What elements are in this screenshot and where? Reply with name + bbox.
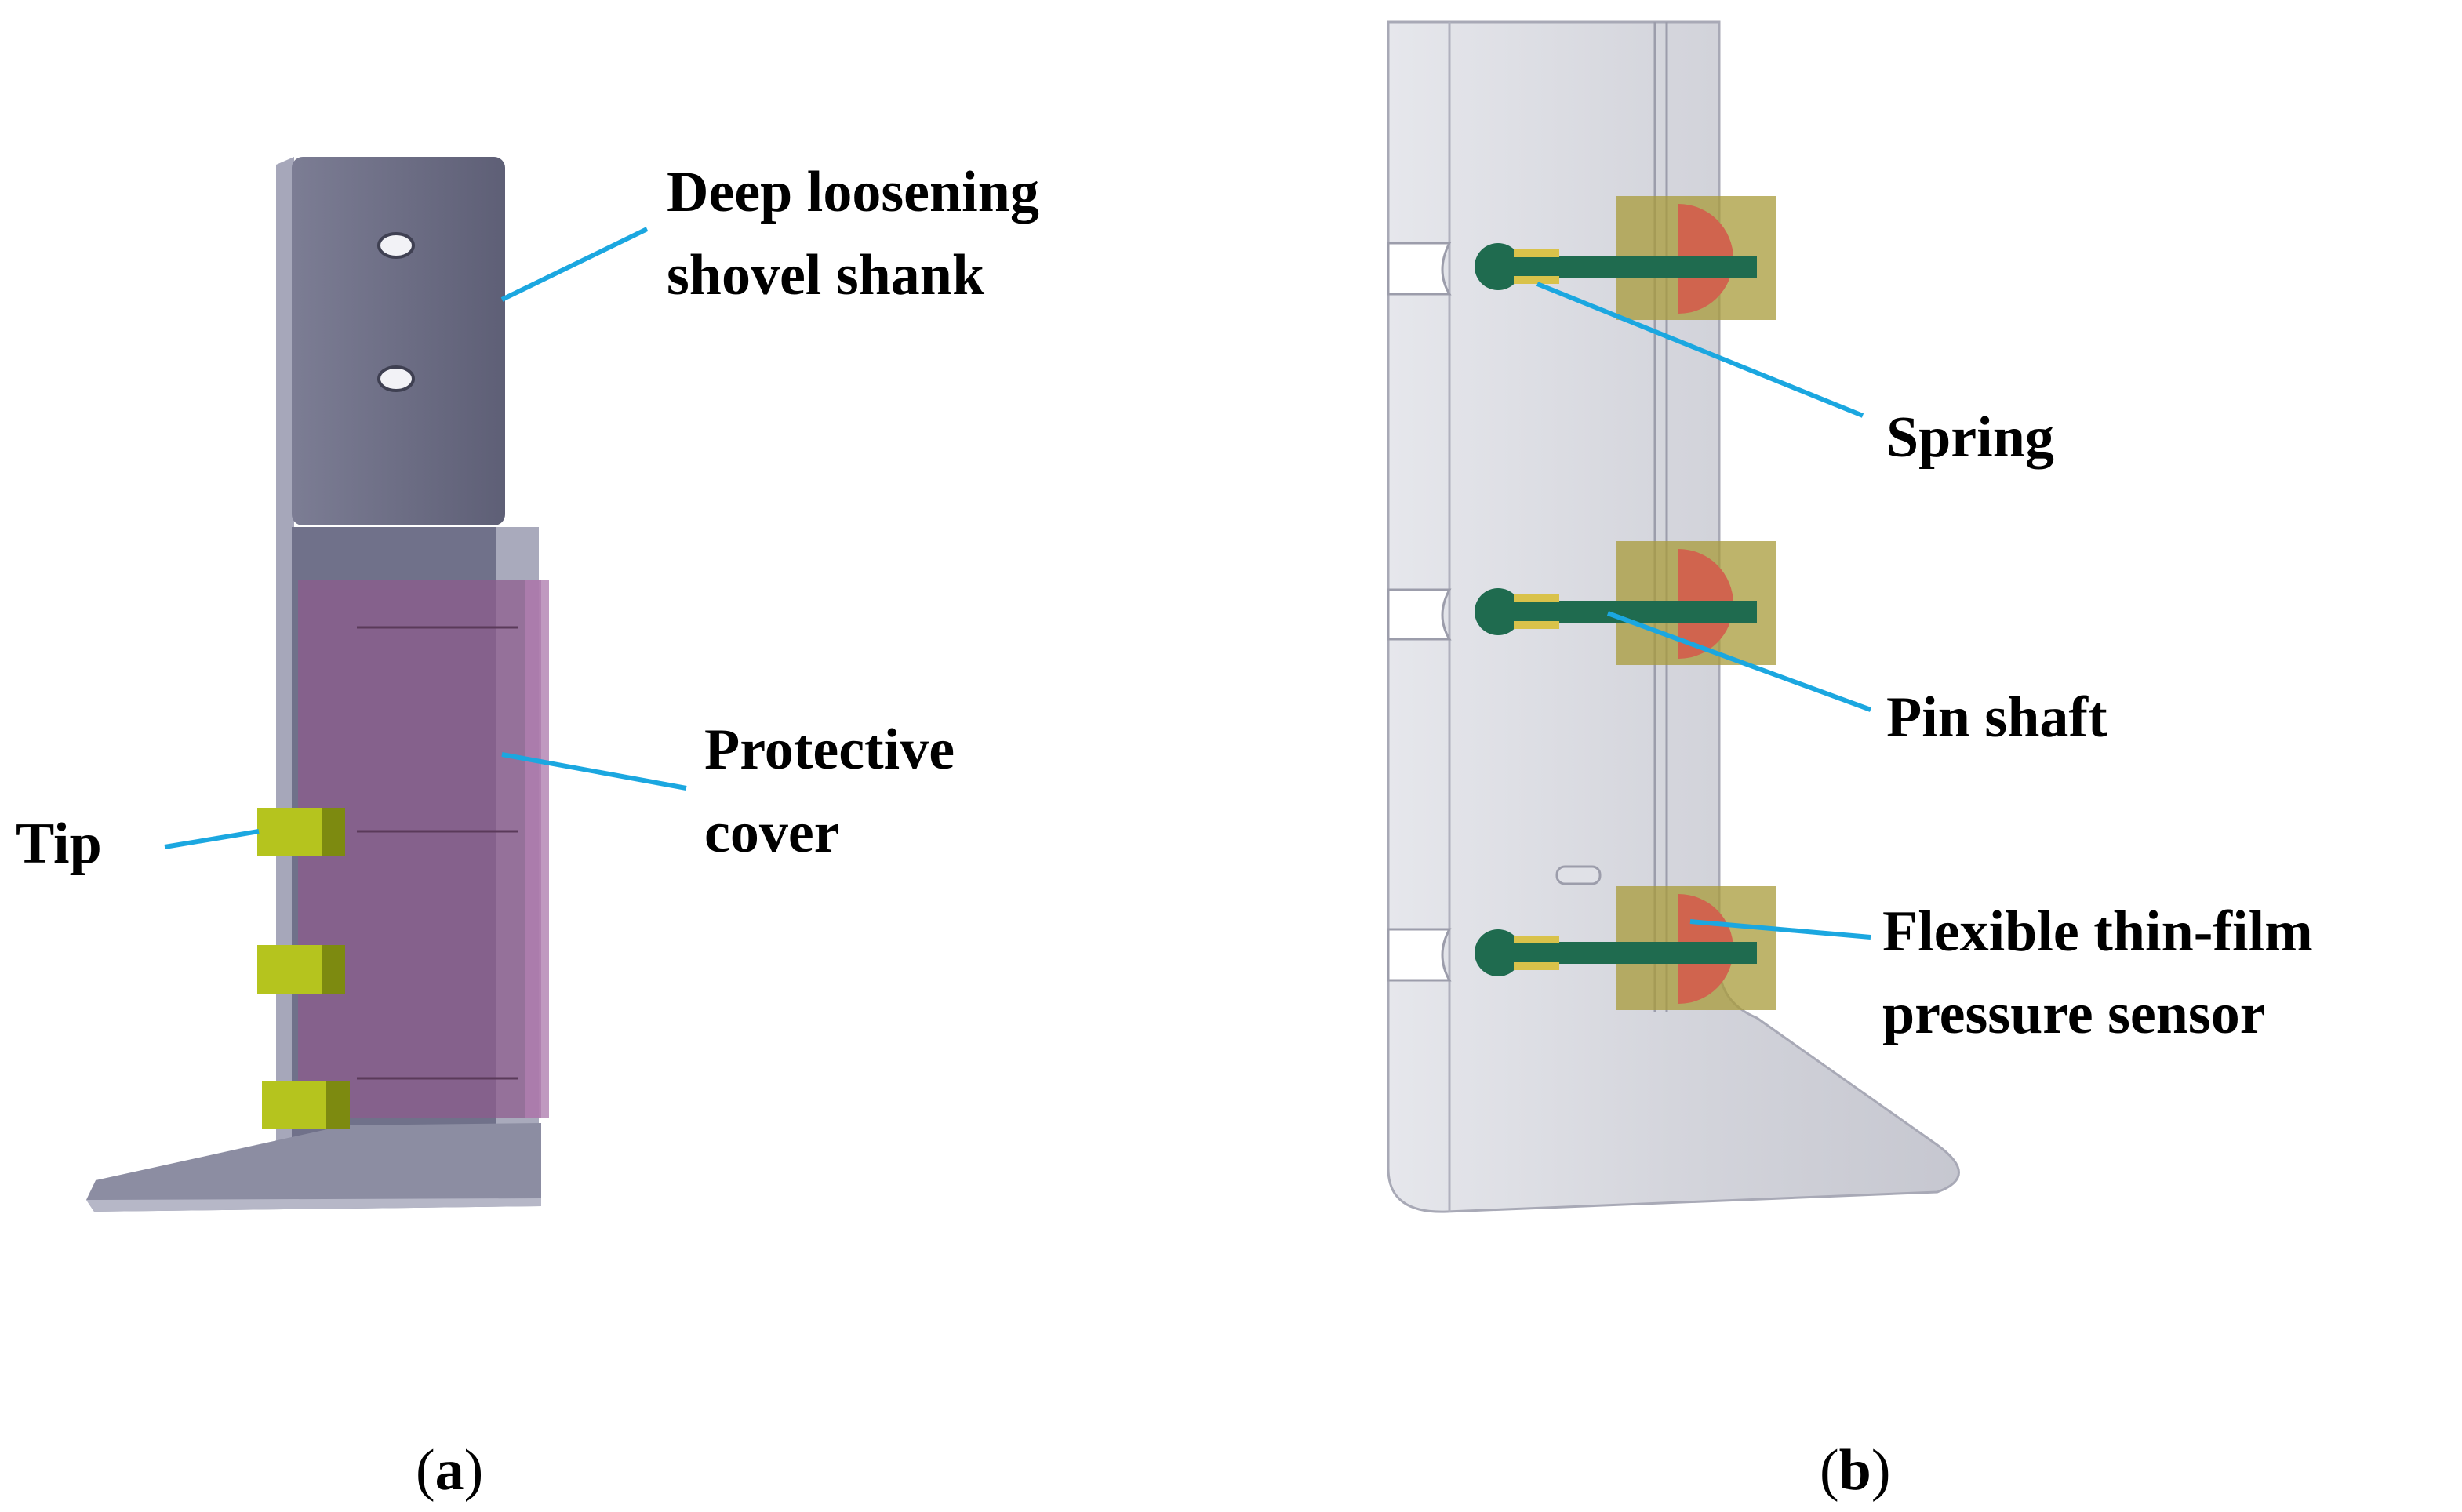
- tip-blocks: [257, 808, 350, 1129]
- caption-a-close: ): [464, 1438, 484, 1503]
- spring-1b: [1514, 276, 1559, 284]
- label-sensor-line2: pressure sensor: [1882, 982, 2266, 1046]
- panel-a-drawing: [86, 157, 549, 1212]
- pin-assembly-2: [1475, 541, 1776, 665]
- tip-block-2-side: [322, 945, 345, 994]
- label-sensor-line1: Flexible thin-film: [1882, 900, 2313, 964]
- tip-block-1-side: [322, 808, 345, 856]
- pin-shaft-1: [1498, 256, 1757, 278]
- caption-a: (a): [416, 1435, 483, 1506]
- spring-3b: [1514, 962, 1559, 970]
- panel-b-drawing: [1387, 20, 1960, 1213]
- leader-sensor: [1689, 919, 1871, 940]
- label-tip: Tip: [16, 812, 102, 876]
- spring-2b: [1514, 621, 1559, 629]
- shank-upper-plate: [292, 157, 505, 525]
- label-cover-line2: cover: [704, 801, 840, 865]
- notch-3: [1387, 928, 1452, 982]
- spring-1a: [1514, 249, 1559, 257]
- label-shank-line1: Deep loosening: [667, 160, 1039, 224]
- shank-foot: [86, 1123, 541, 1212]
- leader-spring: [1536, 282, 1864, 418]
- label-pin-shaft: Pin shaft: [1886, 685, 2107, 750]
- leader-cover: [501, 752, 687, 791]
- label-spring: Spring: [1886, 405, 2054, 470]
- pin-shaft-3: [1498, 942, 1757, 964]
- caption-a-open: (: [416, 1438, 435, 1503]
- label-shank-line2: shovel shank: [667, 243, 985, 307]
- caption-a-letter: a: [435, 1438, 464, 1503]
- pin-assembly-1: [1475, 196, 1776, 320]
- hidden-stud: [1555, 865, 1602, 885]
- notch-1: [1387, 242, 1452, 296]
- caption-b-open: (: [1820, 1438, 1839, 1503]
- leader-tip: [164, 829, 260, 849]
- caption-b-close: ): [1871, 1438, 1891, 1503]
- notch-2: [1387, 588, 1452, 641]
- tip-block-3-side: [326, 1081, 350, 1129]
- leader-pin-shaft: [1606, 611, 1872, 712]
- label-cover-line1: Protective: [704, 718, 955, 782]
- mounting-hole-upper: [377, 232, 415, 259]
- leader-shank: [500, 227, 649, 302]
- caption-b: (b): [1820, 1435, 1890, 1506]
- shank-foot-edge: [86, 1198, 541, 1212]
- caption-b-letter: b: [1838, 1438, 1871, 1503]
- protective-cover-edge: [525, 580, 549, 1118]
- mounting-hole-lower: [377, 365, 415, 392]
- spring-2a: [1514, 594, 1559, 602]
- shank-side-face: [276, 157, 294, 1200]
- spring-3a: [1514, 936, 1559, 943]
